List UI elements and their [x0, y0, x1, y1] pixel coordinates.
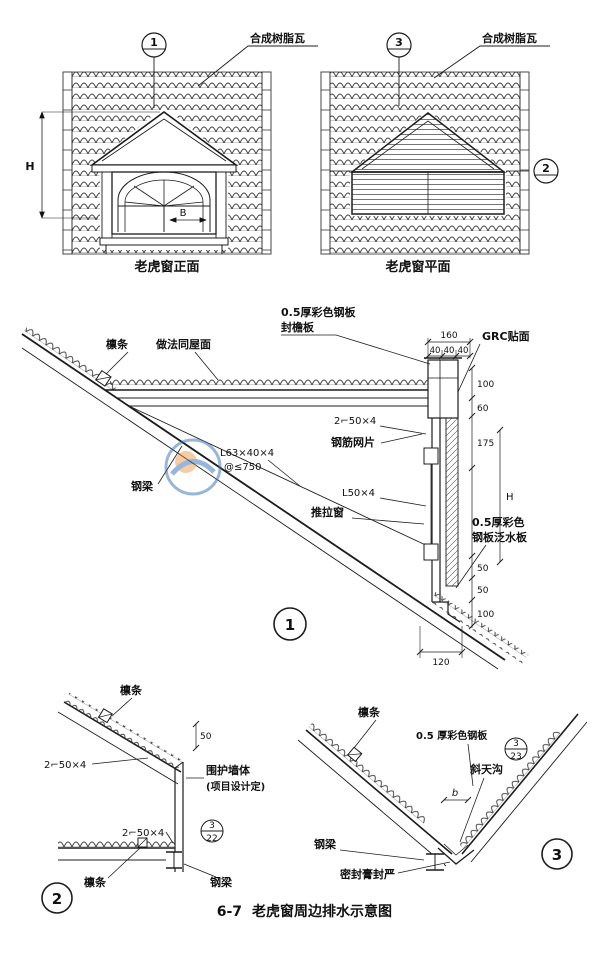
- dim-h-detail1: H: [506, 492, 514, 503]
- plan-right-batten: [519, 71, 530, 255]
- detail1-labels: 檩条 做法同屋面 0.5厚彩色钢板 封檐板 GRC贴面 2⌐50×4 钢筋网片 …: [105, 305, 530, 589]
- dim-40-a: 40: [430, 346, 441, 356]
- valley-label: 斜天沟: [469, 762, 503, 776]
- wall-label-line1: 围护墙体: [206, 763, 251, 777]
- plan-view-title: 老虎窗平面: [384, 259, 450, 275]
- flashing-label-line1: 0.5厚彩色: [472, 515, 525, 529]
- purlin-label-1: 檩条: [106, 337, 129, 351]
- detail2-linework: [57, 692, 184, 872]
- detail2-ref-circle: 3 22: [200, 819, 224, 844]
- front-view-title: 老虎窗正面: [133, 259, 199, 275]
- dim-175: 175: [477, 439, 494, 449]
- front-elevation-view: B H 1 合成树脂瓦 老虎窗正面: [25, 31, 318, 275]
- dim-120: 120: [432, 658, 449, 668]
- dim-50-b: 50: [477, 586, 489, 596]
- dim-100-top: 100: [477, 380, 494, 390]
- detail2-labels: 檩条 2⌐50×4 围护墙体 (项目设计定) 2⌐50×4 檩条 钢梁: [44, 683, 265, 889]
- section-mark-2: 2: [533, 158, 559, 184]
- mesh-label: 钢筋网片: [331, 435, 375, 449]
- dim-h-group: H: [25, 111, 160, 219]
- plan-dormer-linework: [330, 112, 529, 215]
- purlin-label-3: 檩条: [358, 705, 381, 719]
- angle-top-label: 2⌐50×4: [44, 760, 86, 771]
- sliding-window-label: 推拉窗: [311, 505, 344, 519]
- dim-160: 160: [440, 331, 457, 341]
- plan-left-batten: [320, 71, 331, 255]
- ref-num-3: 3: [513, 739, 519, 749]
- section-mark-3-number: 3: [395, 36, 403, 49]
- detail1-number: 1: [285, 616, 295, 634]
- figure-caption: 6-7 老虎窗周边排水示意图: [217, 903, 392, 920]
- wall-label-line2: (项目设计定): [206, 780, 265, 793]
- dim-60: 60: [477, 404, 489, 414]
- plan-view: 3 2 合成树脂瓦 老虎窗平面: [320, 31, 559, 275]
- ref-page-2: 22: [206, 834, 217, 844]
- plate-label: 0.5 厚彩色钢板: [416, 729, 488, 742]
- front-left-batten: [62, 71, 73, 255]
- front-right-batten: [261, 71, 272, 255]
- plan-tile-label-leader: [433, 45, 550, 79]
- front-tile-label: 合成树脂瓦: [250, 31, 305, 45]
- detail3-dim-b: b: [440, 788, 472, 804]
- purlin-bottom-label: 檩条: [84, 875, 107, 889]
- detail2-bubble: 2: [41, 882, 73, 914]
- watermark-logo: [164, 438, 222, 496]
- dim-h-label: H: [25, 160, 34, 173]
- front-tile-label-leader: [197, 45, 318, 87]
- section-mark-1-number: 1: [150, 36, 158, 49]
- detail1-bubble: 1: [273, 607, 307, 641]
- detail-section-1: 160 40 40 40 100 60 175 50 50 10: [21, 305, 530, 670]
- detail2-number: 2: [52, 890, 62, 908]
- dim-50-a: 50: [477, 564, 489, 574]
- fascia-label-line1: 0.5厚彩色钢板: [281, 305, 356, 319]
- dormer-front-linework: [89, 111, 239, 254]
- detail3-ref-circle: 3 23: [504, 737, 528, 762]
- section-mark-1: 1: [141, 32, 167, 108]
- section-mark-3: 3: [386, 32, 412, 106]
- detail3-number: 3: [552, 846, 562, 864]
- plan-tile-label: 合成树脂瓦: [482, 31, 537, 45]
- angle50-label: L50×4: [342, 488, 375, 499]
- steel-beam-label-1: 钢梁: [131, 479, 154, 493]
- dim-50-d2: 50: [200, 732, 212, 742]
- steel-beam-label-3: 钢梁: [314, 837, 337, 851]
- section-mark-2-number: 2: [542, 162, 550, 175]
- dim-100-bottom: 100: [477, 610, 494, 620]
- same-as-roof-label: 做法同屋面: [155, 337, 211, 351]
- detail-section-3: b 檩条 0.5 厚彩色钢板 斜天沟 钢梁 密封膏封严 3 23 3: [297, 705, 588, 881]
- detail1-right-dims: 100 60 175 50 50 100 H 120: [416, 364, 514, 668]
- figure-title: 老虎窗周边排水示意图: [252, 903, 392, 920]
- detail3-labels: 檩条 0.5 厚彩色钢板 斜天沟 钢梁 密封膏封严: [314, 705, 503, 881]
- dim-b-d3: b: [452, 788, 458, 799]
- angle-bottom-label: 2⌐50×4: [122, 828, 164, 839]
- detail1-top-dims: 160 40 40 40: [424, 331, 474, 360]
- grc-label: GRC贴面: [482, 329, 530, 343]
- dormer-gable-backing: [88, 107, 240, 168]
- detail3-linework: [297, 713, 588, 871]
- figure-number: 6-7: [217, 904, 242, 920]
- steel-beam-label-2: 钢梁: [210, 875, 233, 889]
- detail3-bubble: 3: [541, 838, 573, 870]
- at750-label: @≤750: [224, 462, 261, 473]
- fascia-label-line2: 封檐板: [281, 320, 315, 334]
- flashing-label-line2: 钢板泛水板: [472, 530, 528, 544]
- dim-40-b: 40: [444, 346, 455, 356]
- detail1-linework: [21, 324, 529, 670]
- ref-num-2: 3: [209, 821, 215, 831]
- detail2-dim-50: 50: [192, 720, 212, 752]
- double-angle-label: 2⌐50×4: [334, 416, 376, 427]
- ref-page-3: 23: [510, 752, 521, 762]
- dim-b-label: B: [180, 208, 187, 219]
- detail-section-2: 50 檩条 2⌐50×4 围护墙体 (项目设计定) 2⌐50×4 檩条 钢梁 3…: [41, 683, 265, 914]
- dim-40-c: 40: [458, 346, 469, 356]
- sealant-label: 密封膏封严: [340, 867, 395, 881]
- angle63-label: L63×40×4: [220, 448, 274, 459]
- purlin-top-label: 檩条: [120, 683, 143, 697]
